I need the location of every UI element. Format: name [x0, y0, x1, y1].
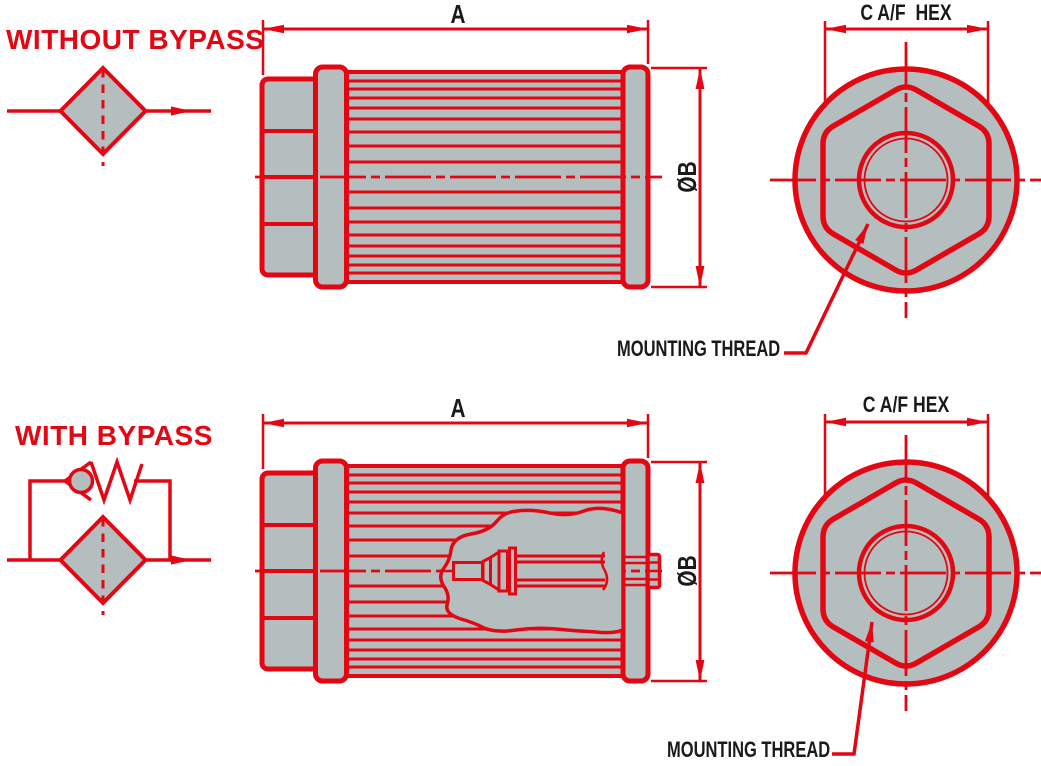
dim-label-hex-bottom: C A/F HEX	[862, 392, 950, 417]
end-view-without-bypass	[770, 21, 1041, 318]
leader-line	[832, 621, 874, 756]
poppet-disc	[497, 549, 509, 593]
spring-end-torn-edge	[600, 551, 609, 591]
mounting-thread-leader-bottom	[832, 621, 874, 756]
check-valve-spring	[89, 456, 144, 506]
dim-label-a-bottom: A	[450, 393, 466, 423]
leader-arrow	[855, 224, 868, 244]
filter-diamond-symbol	[57, 65, 149, 157]
check-valve-ball	[67, 467, 95, 495]
mounting-thread-leader-top	[784, 223, 870, 355]
nipple-rib-lines	[648, 561, 660, 581]
dim-label-hex-top: C A/F HEX	[860, 0, 952, 25]
flow-arrow	[171, 106, 191, 116]
end-view-with-bypass	[770, 414, 1041, 711]
mounting-thread-label-top: MOUNTING THREAD	[617, 336, 781, 361]
dim-label-diameter-b-top: ØB	[672, 161, 702, 193]
dim-label-a-top: A	[450, 0, 466, 29]
leader-line	[784, 223, 870, 355]
section-without-bypass	[7, 20, 1041, 355]
mounting-thread-label-bottom: MOUNTING THREAD	[667, 737, 831, 762]
title-with-bypass: WITH BYPASS	[15, 420, 213, 451]
filter-symbol-without-bypass	[7, 65, 211, 166]
flow-arrow	[171, 555, 191, 565]
poppet-stem	[452, 561, 484, 581]
bypass-loop-line	[28, 479, 172, 560]
bypass-cutaway	[439, 506, 662, 635]
title-without-bypass: WITHOUT BYPASS	[6, 24, 265, 55]
cutaway-torn-edge	[439, 506, 625, 635]
section-with-bypass	[7, 414, 1041, 756]
guide-through-cap-lines	[624, 555, 648, 587]
filter-diamond-symbol	[57, 514, 149, 606]
bypass-spring-lines	[515, 554, 605, 588]
spring-retainer-plate	[508, 546, 517, 596]
leader-arrow	[864, 622, 874, 643]
side-view-without-bypass	[255, 20, 707, 287]
bypass-valve-assembly	[440, 546, 662, 596]
dim-label-diameter-b-bottom: ØB	[672, 555, 702, 587]
filter-symbol-with-bypass	[7, 456, 211, 615]
